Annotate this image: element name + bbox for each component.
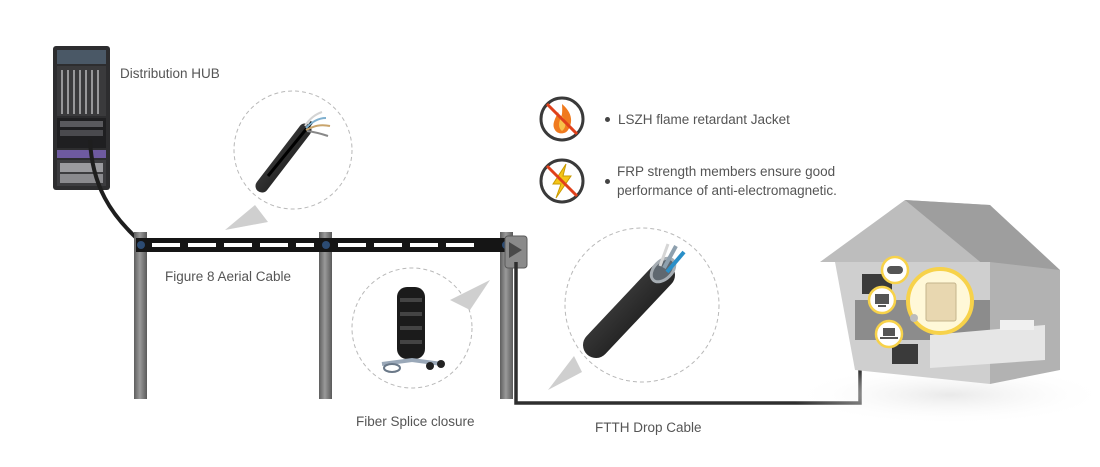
aerial-cable-closeup [233,90,353,210]
monitor-icon [867,285,897,315]
flame-icon [539,96,585,142]
splice-callout-pointer [450,280,490,310]
hub-feeder-cable [88,139,144,245]
distribution-hub-label: Distribution HUB [120,66,220,81]
feature-bullet [605,179,610,184]
utility-pole-1 [134,232,147,399]
figure-8-aerial-cable [136,238,514,252]
drop-cable-closeup [564,227,720,383]
splice-closure-closeup [351,267,473,389]
distribution-hub-rack [53,46,110,190]
drop-callout-pointer [548,356,582,390]
aerial-cable-label: Figure 8 Aerial Cable [165,269,292,284]
splice-closure-label: Fiber Splice closure [356,414,475,429]
feature-frp-text: FRP strength members ensure good perform… [617,162,837,200]
aerial-callout-pointer [225,205,268,230]
feature-frp-line2: performance of anti-electromagnetic. [617,183,837,198]
utility-pole-2 [319,232,332,399]
drop-cable-label: FTTH Drop Cable [595,420,702,435]
lightning-icon [539,158,585,204]
feature-frp-line1: FRP strength members ensure good [617,164,836,179]
utility-pole-3 [500,232,513,399]
laptop-icon [874,319,904,349]
feature-bullet [605,117,610,122]
gamepad-icon [880,255,910,285]
feature-lszh-text: LSZH flame retardant Jacket [618,112,790,127]
ont-device-highlight [906,267,974,335]
